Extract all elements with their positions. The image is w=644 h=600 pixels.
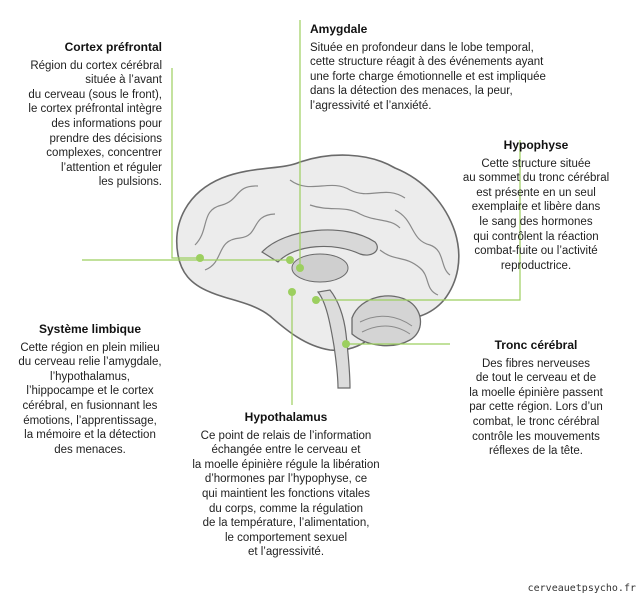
label-cortex-title: Cortex préfrontal (64, 40, 162, 54)
label-hypophyse: Hypophyse Cette structure située au somm… (448, 138, 624, 273)
label-amygdale: Amygdale Située en profondeur dans le lo… (310, 22, 570, 114)
dot-hypophyse (312, 296, 320, 304)
corpus-callosum (261, 229, 378, 263)
label-amygdale-text: Située en profondeur dans le lobe tempor… (310, 41, 546, 112)
dot-amygdale (296, 264, 304, 272)
brain-illustration (176, 154, 460, 389)
brain-stem (316, 289, 351, 389)
label-limbique-title: Système limbique (38, 322, 142, 336)
dot-hypothalamus (288, 288, 296, 296)
leader-cortex (171, 68, 200, 259)
label-systeme-limbique: Système limbique Cette région en plein m… (8, 322, 172, 457)
label-cortex-text: Région du cortex cérébral située à l’ava… (28, 59, 162, 189)
label-hypothalamus-text: Ce point de relais de l’information écha… (192, 429, 380, 559)
label-cortex-prefrontal: Cortex préfrontal Région du cortex céréb… (8, 40, 162, 190)
label-amygdale-title: Amygdale (310, 22, 368, 36)
label-limbique-text: Cette région en plein milieu du cerveau … (18, 341, 162, 456)
label-tronc-title: Tronc cérébral (494, 338, 578, 352)
label-hypophyse-title: Hypophyse (503, 138, 569, 152)
leader-dots (196, 254, 350, 348)
site-credit: cerveauetpsycho.fr (527, 583, 636, 594)
dot-tronc (342, 340, 350, 348)
label-hypophyse-text: Cette structure située au sommet du tron… (462, 157, 610, 272)
dot-cortex (196, 254, 204, 262)
label-tronc-text: Des fibres nerveuses de tout le cerveau … (469, 357, 603, 458)
leader-hypophyse (316, 140, 521, 301)
label-hypothalamus-title: Hypothalamus (244, 410, 328, 424)
label-tronc-cerebral: Tronc cérébral Des fibres nerveuses de t… (448, 338, 624, 459)
label-hypothalamus: Hypothalamus Ce point de relais de l’inf… (178, 410, 394, 560)
dot-limbique (286, 256, 294, 264)
thalamus (291, 253, 349, 283)
leader-lines (82, 20, 521, 405)
